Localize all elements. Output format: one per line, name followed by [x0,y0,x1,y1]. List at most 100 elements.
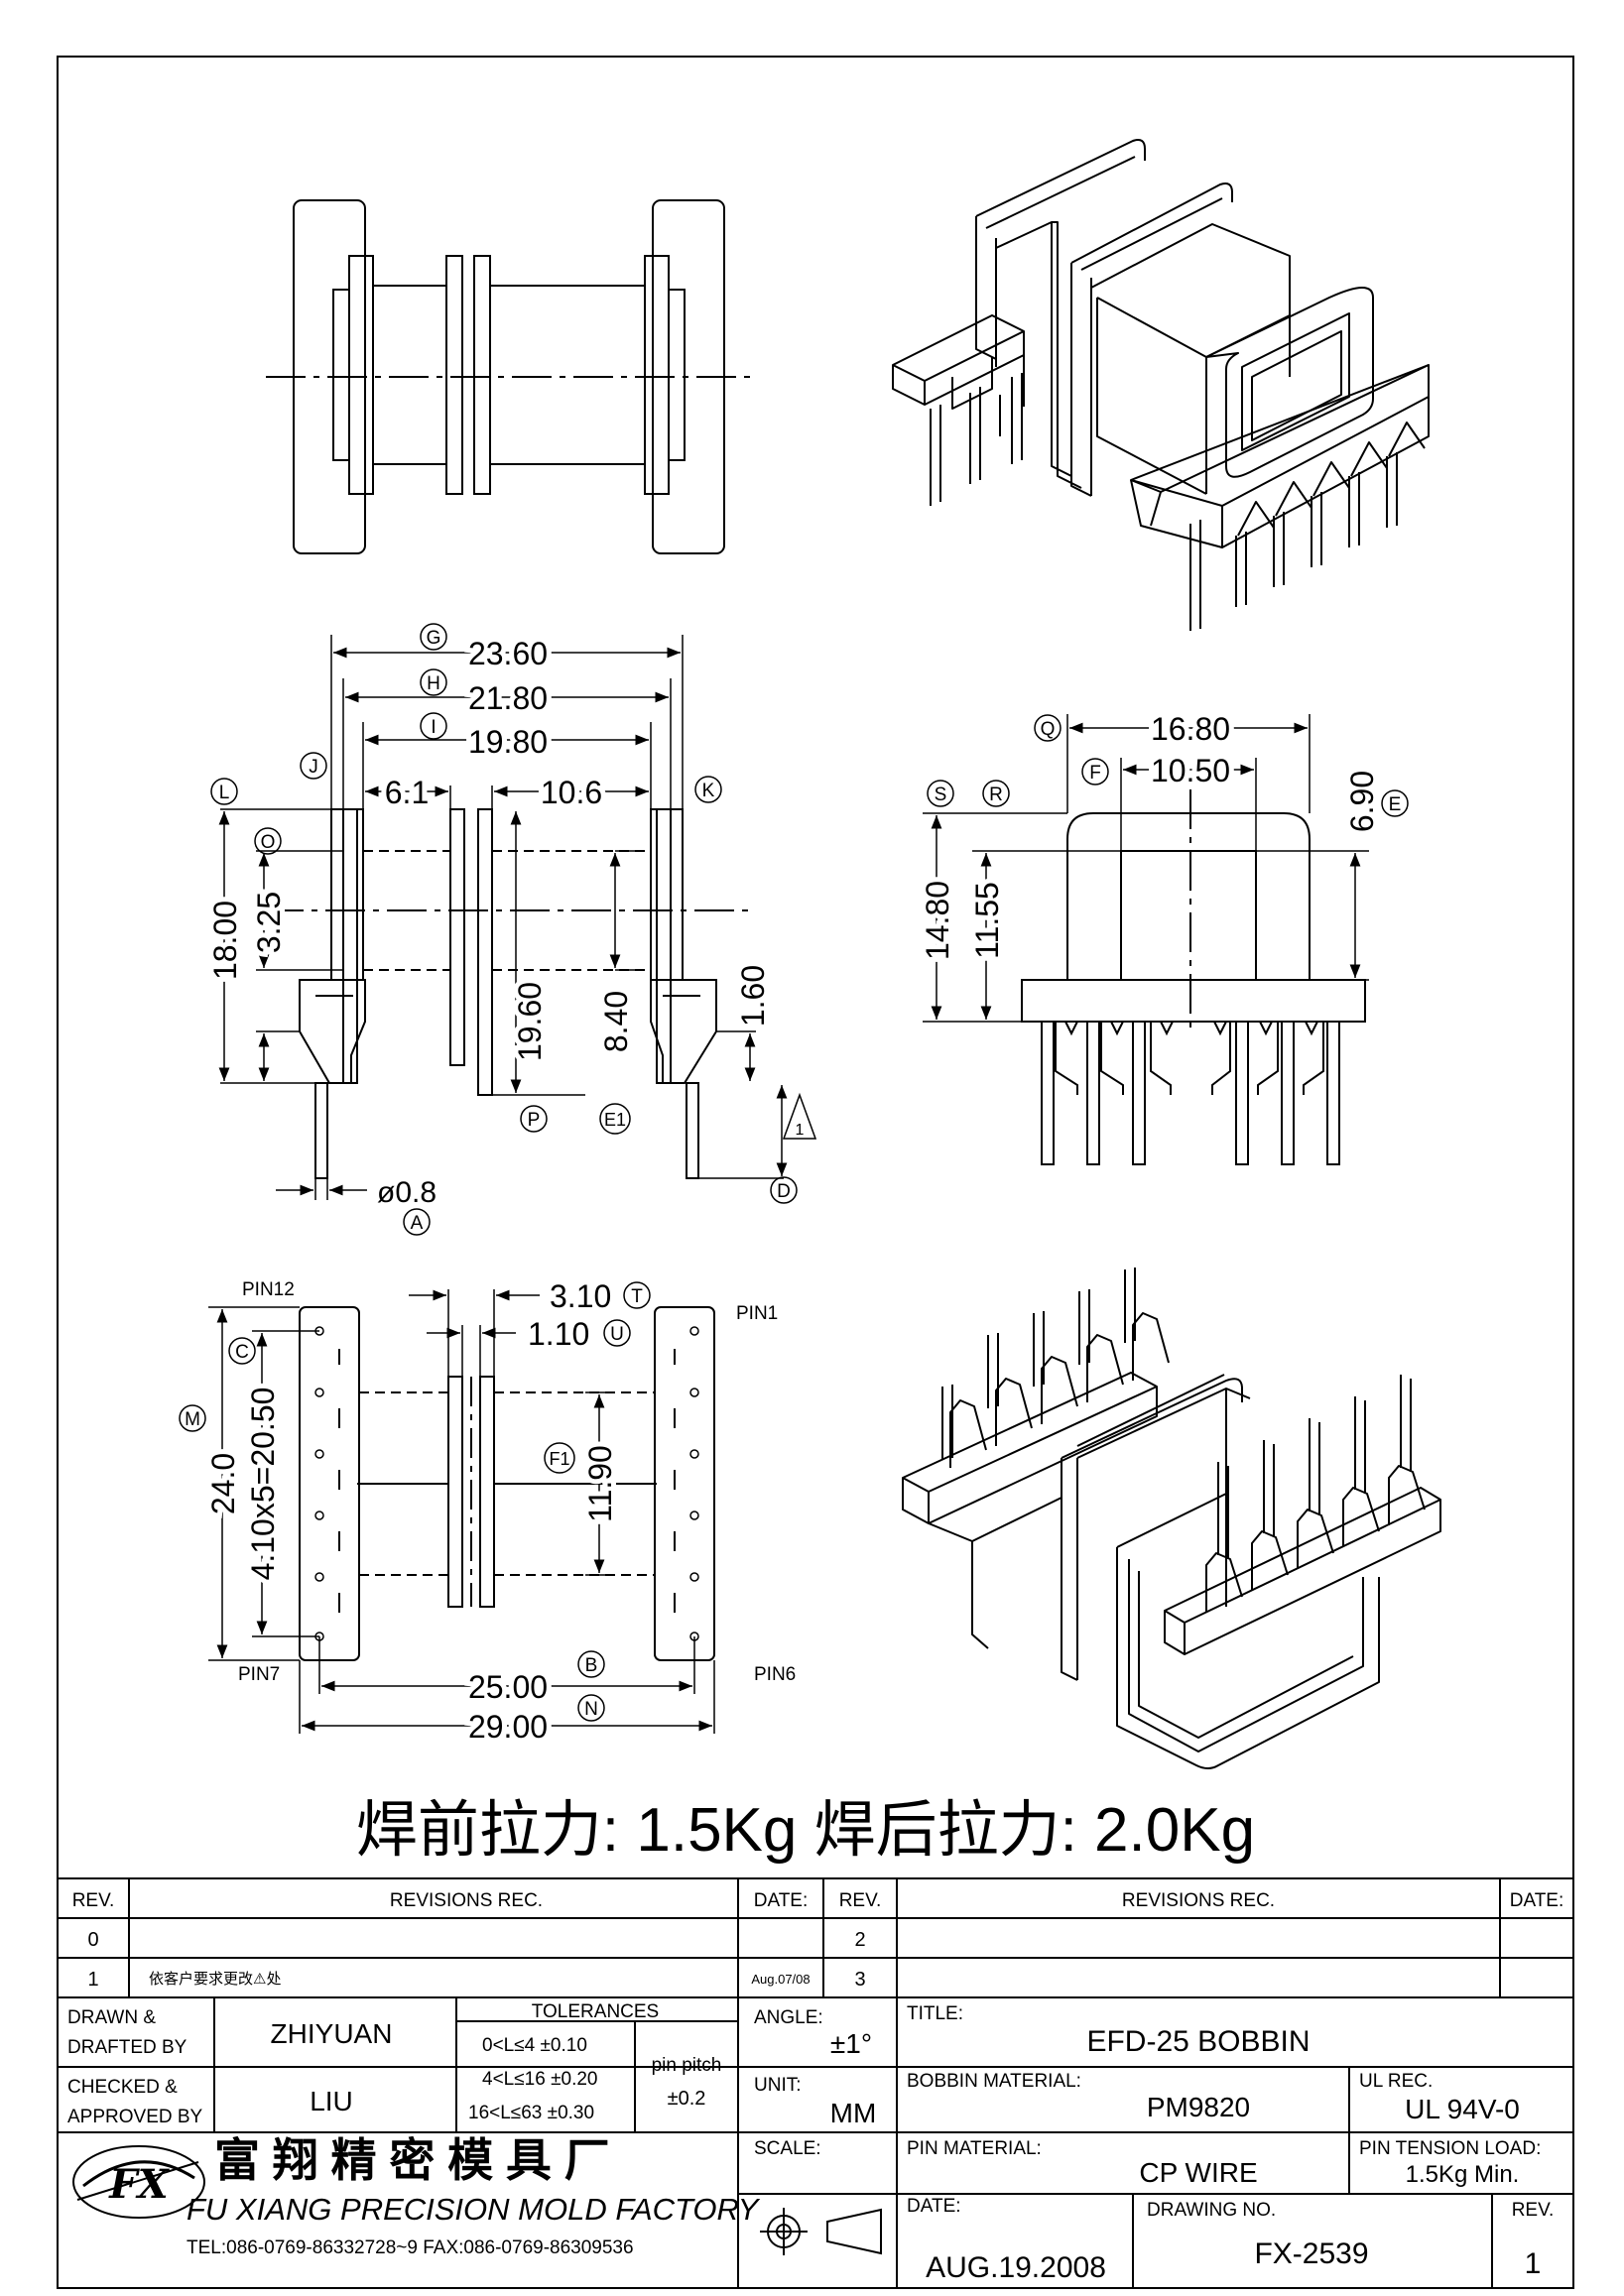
label-n: N [584,1699,598,1720]
pin-material-label: PIN MATERIAL: [907,2138,1042,2159]
tolerances-title: TOLERANCES [532,2001,659,2022]
label-l: L [219,783,230,803]
dim-10-6: 10.6 [541,775,602,810]
label-r: R [989,785,1003,805]
label-k: K [702,781,715,801]
pin7-label: PIN7 [238,1664,280,1685]
top-view [266,199,754,554]
tolerance-row-3: 16<L≤63 ±0.30 [468,2103,594,2123]
pin-material-value: CP WIRE [1139,2157,1257,2188]
label-s: S [935,785,947,805]
date-value: AUG.19.2008 [926,2251,1106,2284]
date-label: DATE: [907,2196,961,2217]
pin6-label: PIN6 [754,1664,796,1685]
bottom-view-labels: PIN12 PIN1 PIN7 PIN6 3.10 T 1.10 U C M 2… [179,1278,796,1750]
side-view [1021,789,1366,1165]
date-header-left: DATE: [754,1890,809,1911]
checked-by-value: LIU [310,2086,353,2116]
label-b: B [585,1655,598,1676]
side-view-dims [923,714,1369,1023]
label-p: P [528,1110,541,1131]
label-q: Q [1041,719,1056,740]
scale-label: SCALE: [754,2138,821,2159]
label-m: M [185,1409,200,1430]
dim-19-60: 19.60 [512,982,548,1061]
dim-n-value: 29.00 [468,1709,548,1745]
pin1-label: PIN1 [736,1303,778,1324]
label-u: U [610,1324,624,1345]
ul-rec-label: UL REC. [1359,2071,1433,2092]
ul-rec-value: UL 94V-0 [1405,2094,1520,2124]
label-h: H [427,673,440,694]
rev-label: REV. [1512,2200,1555,2221]
dim-u-value: 1.10 [528,1316,589,1352]
logo-text: FX [108,2161,170,2208]
dim-m-value: 24.0 [205,1453,241,1514]
dim-c-value: 4.10x5=20.50 [245,1388,281,1581]
rev-row-3: 3 [854,1969,865,1991]
bobbin-material-value: PM9820 [1147,2092,1250,2122]
iso-view-top [892,139,1430,631]
front-view-dims [218,635,817,1200]
label-triangle: 1 [796,1122,805,1139]
company-name-cn: 富 翔 精 密 模 具 厂 [214,2134,610,2186]
drawing-no-value: FX-2539 [1254,2237,1368,2270]
dim-i-value: 19.80 [468,724,548,760]
iso-view-bottom [902,1268,1441,1769]
rec-header-right: REVISIONS REC. [1122,1890,1275,1911]
label-t: T [631,1286,643,1307]
label-e1: E1 [604,1110,626,1130]
sheet-border [57,56,1574,2289]
dim-e-value: 6.90 [1344,771,1380,832]
angle-label: ANGLE: [754,2007,823,2028]
rev-row-1: 1 [87,1969,98,1991]
drawn-label-1: DRAWN & [67,2007,156,2028]
dim-f-value: 10.50 [1151,753,1230,788]
rec-header-left: REVISIONS REC. [390,1890,543,1911]
checked-label-1: CHECKED & [67,2077,178,2098]
dim-h-value: 21.80 [468,680,548,716]
date-header-right: DATE: [1510,1890,1564,1911]
label-f1: F1 [549,1449,569,1469]
unit-value: MM [830,2098,877,2128]
dim-1-60: 1.60 [735,965,771,1027]
drawn-by-value: ZHIYUAN [271,2018,393,2049]
company-contact: TEL:086-0769-86332728~9 FAX:086-0769-863… [187,2237,634,2258]
pin12-label: PIN12 [242,1279,295,1300]
dim-6-1: 6.1 [385,775,429,810]
dim-b-value: 25.00 [468,1669,548,1705]
dim-q-value: 16.80 [1151,711,1230,747]
dim-o-value: 3.25 [251,892,287,953]
label-d: D [777,1181,791,1202]
drawn-label-2: DRAFTED BY [67,2037,187,2058]
front-view [264,808,750,1179]
rev-header-right: REV. [839,1890,882,1911]
rev-value: 1 [1525,2247,1542,2280]
pin-tension-value: 1.5Kg Min. [1406,2161,1520,2188]
bobbin-material-label: BOBBIN MATERIAL: [907,2071,1081,2092]
dim-14-80: 14.80 [920,881,955,960]
title-block-grid [58,1997,1573,2288]
label-g: G [427,628,441,649]
pin-pitch-label: pin pitch [652,2055,722,2076]
angle-value: ±1° [830,2028,872,2059]
tolerance-row-2: 4<L≤16 ±0.20 [482,2069,597,2090]
checked-label-2: APPROVED BY [67,2107,203,2127]
bottom-view-dims [208,1289,715,1734]
dim-g-value: 23.60 [468,636,548,671]
label-c: C [235,1342,249,1363]
pull-force-note: 焊前拉力: 1.5Kg 焊后拉力: 2.0Kg [356,1796,1255,1865]
label-i: I [431,717,436,738]
label-j: J [309,757,318,778]
label-e: E [1389,794,1402,815]
tolerance-row-1: 0<L≤4 ±0.10 [482,2035,587,2056]
side-view-labels: Q 16.80 F 10.50 S R 6.90 E 14.80 11.55 [915,706,1409,965]
rev-row-0: 0 [87,1929,98,1951]
title-value: EFD-25 BOBBIN [1086,2025,1310,2058]
drawing-no-label: DRAWING NO. [1147,2200,1276,2221]
company-name-en: FU XIANG PRECISION MOLD FACTORY [187,2192,761,2227]
dim-f1-value: 11.90 [582,1445,618,1522]
dim-t-value: 3.10 [550,1278,611,1314]
pin-pitch-value: ±0.2 [668,2088,706,2110]
